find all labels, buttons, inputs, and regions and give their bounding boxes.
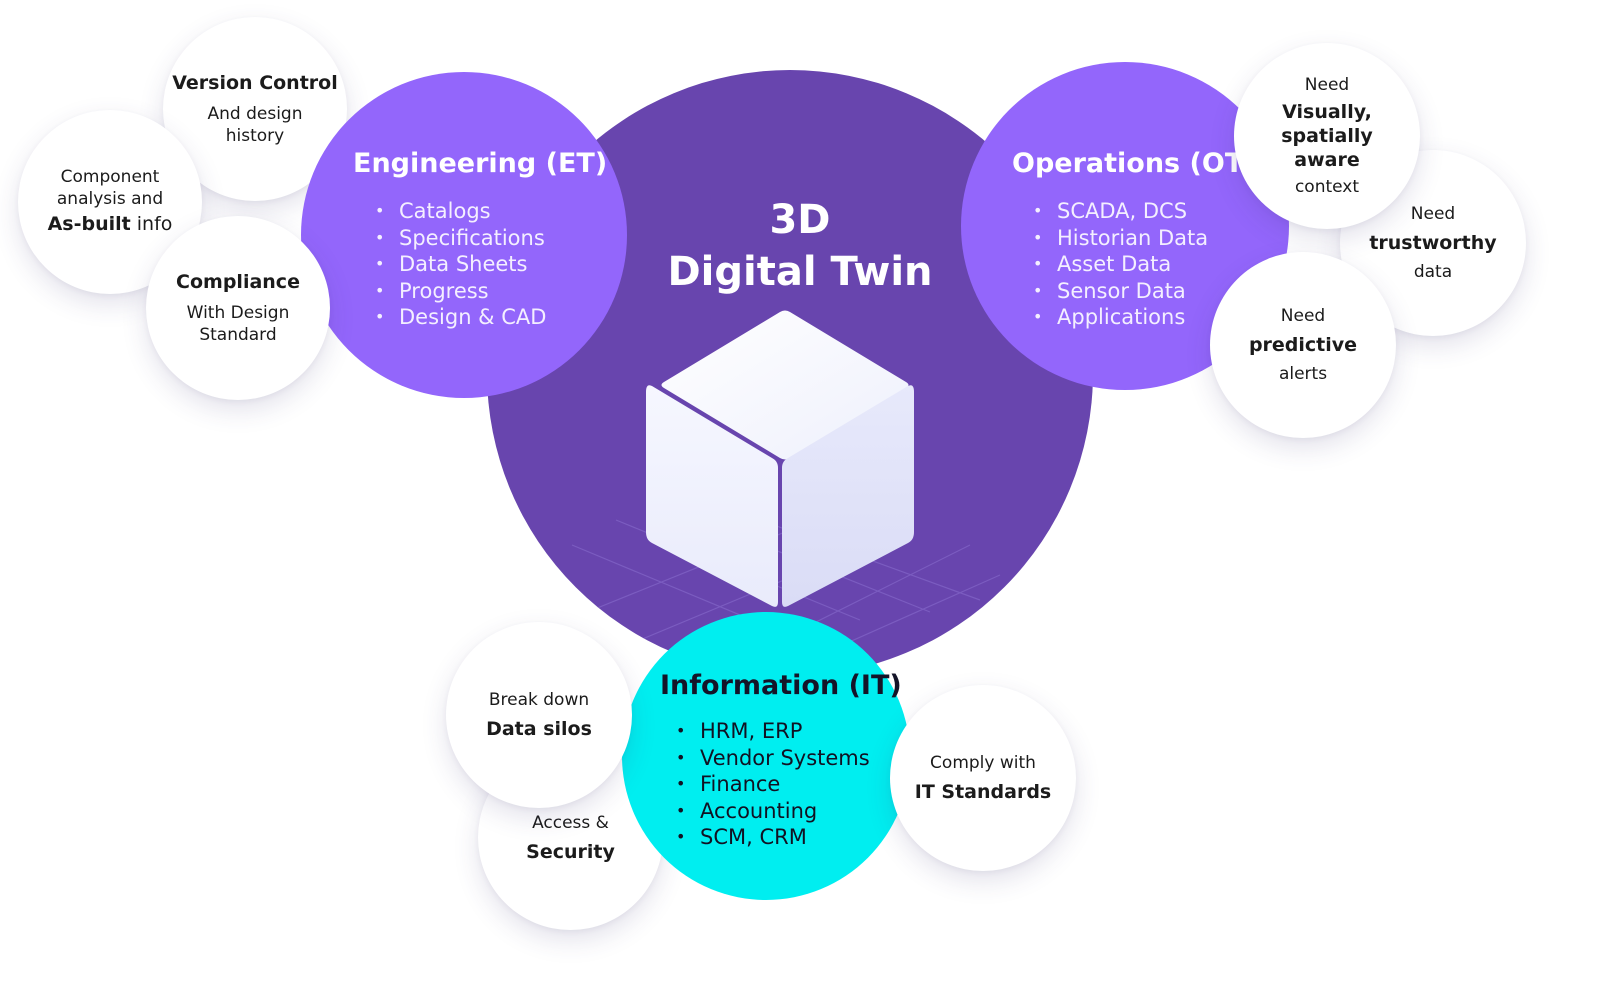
note-asbuilt: As-built info [48, 210, 173, 238]
list-item: SCADA, DCS [1033, 198, 1208, 225]
digital-twin-title: 3D Digital Twin [590, 194, 1010, 298]
operations-title: Operations (OT) [1012, 148, 1256, 179]
note-line: analysis and [56, 189, 164, 209]
note-bold: Security [526, 840, 615, 863]
note-bold: aware [1294, 149, 1360, 171]
list-item: Historian Data [1033, 225, 1208, 252]
note-it-standards: Comply with IT Standards [890, 685, 1076, 871]
note-bold: Version Control [172, 72, 338, 94]
note-line: data [1413, 262, 1453, 282]
note-bold: Visually, [1282, 101, 1372, 123]
note-bold: predictive [1248, 334, 1358, 356]
title-line-2: Digital Twin [667, 249, 933, 295]
operations-circle: Operations (OT) SCADA, DCS Historian Dat… [961, 62, 1289, 390]
information-circle: Information (IT) HRM, ERP Vendor Systems… [622, 612, 910, 900]
engineering-circle: Engineering (ET) Catalogs Specifications… [301, 72, 627, 398]
list-item: Specifications [375, 225, 546, 252]
note-bold: spatially [1281, 125, 1373, 147]
list-item: Design & CAD [375, 304, 546, 331]
note-line: alerts [1278, 364, 1328, 384]
note-line: Comply with [930, 753, 1036, 773]
note-line: Standard [199, 325, 277, 345]
note-line: With Design [186, 303, 290, 323]
information-list: HRM, ERP Vendor Systems Finance Accounti… [676, 718, 870, 851]
list-item: Catalogs [375, 198, 546, 225]
note-data-silos: Break down Data silos [446, 622, 632, 808]
list-item: SCM, CRM [676, 824, 870, 851]
note-line: Need [1280, 306, 1326, 326]
list-item: Accounting [676, 798, 870, 825]
note-line: info [130, 213, 173, 235]
note-line: context [1294, 177, 1360, 197]
note-line: Break down [488, 690, 590, 710]
note-line: Access & [532, 812, 609, 833]
list-item: Applications [1033, 304, 1208, 331]
note-predictive: Need predictive alerts [1210, 252, 1396, 438]
note-compliance: Compliance With Design Standard [146, 216, 330, 400]
note-bold: Data silos [486, 718, 592, 740]
note-line: Component [60, 167, 160, 187]
engineering-title: Engineering (ET) [353, 148, 608, 179]
operations-list: SCADA, DCS Historian Data Asset Data Sen… [1033, 198, 1208, 331]
list-item: Finance [676, 771, 870, 798]
note-line: Need [1304, 75, 1350, 95]
note-bold: IT Standards [914, 781, 1052, 803]
list-item: HRM, ERP [676, 718, 870, 745]
title-line-1: 3D [769, 197, 831, 243]
list-item: Vendor Systems [676, 745, 870, 772]
note-line: And design [207, 104, 303, 124]
list-item: Asset Data [1033, 251, 1208, 278]
note-line: history [225, 126, 285, 146]
note-bold: Compliance [176, 271, 300, 293]
list-item: Progress [375, 278, 546, 305]
note-visually-aware: Need Visually, spatially aware context [1234, 43, 1420, 229]
note-line: Need [1410, 204, 1456, 224]
list-item: Data Sheets [375, 251, 546, 278]
information-title: Information (IT) [660, 670, 902, 701]
note-bold: trustworthy [1369, 232, 1497, 254]
note-bold: As-built [47, 213, 131, 235]
list-item: Sensor Data [1033, 278, 1208, 305]
engineering-list: Catalogs Specifications Data Sheets Prog… [375, 198, 546, 331]
